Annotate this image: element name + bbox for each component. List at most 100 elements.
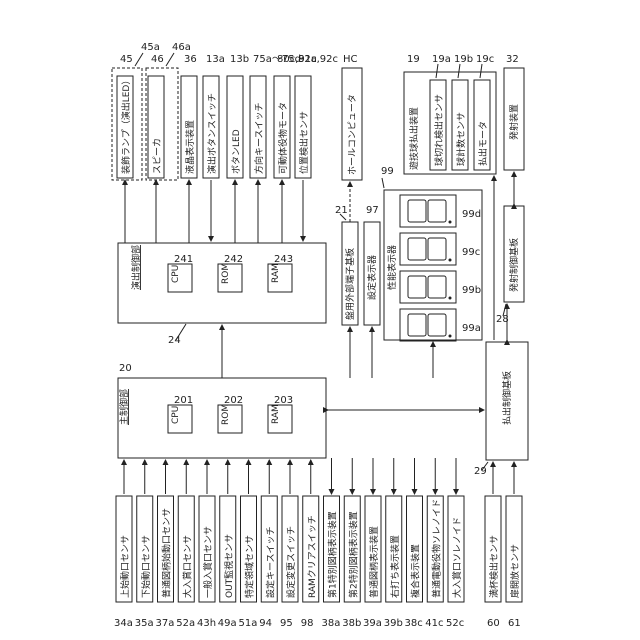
input-device: 一般入賞口センサ43h: [197, 460, 216, 629]
output-device: ボタンLED13b: [227, 54, 249, 243]
output-device: 方向キースイッチ75a〜75d: [250, 54, 301, 243]
effect-board-ref: 24: [168, 335, 181, 346]
output-device-ref: 13b: [230, 54, 249, 65]
dispenser-item: 球計数センサ19b: [452, 54, 473, 170]
input-device-label: 第1特別図柄表示装置: [327, 511, 339, 598]
ext-terminal-ref: 21: [335, 205, 348, 216]
dispenser-item: 球切れ検出センサ 19a: [430, 54, 451, 170]
dispenser-item-ref: 19a: [432, 54, 451, 65]
setting-display-label: 設定表示器: [366, 255, 378, 300]
output-device: 演出ボタンスイッチ13a: [203, 54, 225, 241]
effect-rom-ref: 242: [224, 254, 243, 265]
main-cpu-label: CPU: [171, 406, 181, 424]
input-device-label: RAMクリアスイッチ: [307, 515, 318, 598]
input-device-ref: 94: [259, 618, 272, 629]
effect-cpu-label: CPU: [171, 265, 181, 283]
input-device-ref: 51a: [239, 618, 258, 629]
input-device: 普通電動役物ソレノイド41c: [425, 458, 443, 629]
effect-rom-label: ROM: [221, 263, 231, 284]
input-device-label: 一般入賞口センサ: [202, 526, 214, 598]
perf-display-ref: 99: [381, 166, 394, 177]
output-device-ref: 45: [120, 54, 133, 65]
input-device-label: 普通図柄表示装置: [368, 526, 380, 598]
launch-board-ref: 28: [496, 314, 509, 325]
input-device-ref: 49a: [218, 618, 237, 629]
input-device-ref: 38b: [342, 618, 361, 629]
input-device-label: 普通電動役物ソレノイド: [430, 499, 442, 598]
output-device-label: 位置検出センサ: [298, 111, 310, 174]
dispenser-item-ref: 19b: [454, 54, 473, 65]
output-device-ref: 46: [151, 54, 164, 65]
hall-computer-label: ホールコンピュータ: [347, 94, 358, 175]
output-device-label: 演出ボタンスイッチ: [206, 93, 218, 174]
input-device: 右打ち表示装置39b: [384, 458, 403, 629]
input-device: 下始動口センサ 35a: [135, 460, 154, 629]
input-device-ref: 98: [301, 618, 314, 629]
seven-segment-digit: 99b: [400, 271, 481, 303]
output-device-label: 液晶表示装置: [184, 120, 196, 174]
output-device-ref: 36: [184, 54, 197, 65]
input-device-label: 複合表示装置: [410, 544, 422, 598]
input-device-ref: 52a: [176, 618, 195, 629]
ball-dispenser-ref: 19: [407, 54, 420, 65]
effect-ram-label: RAM: [271, 263, 281, 283]
main-cpu-ref: 201: [174, 395, 193, 406]
output-device: スピーカ4646a: [146, 42, 191, 243]
main-rom-ref: 202: [224, 395, 243, 406]
payout-input-ref: 61: [508, 618, 521, 629]
external-terminal-board: 盤用外部端子基板 21: [335, 182, 358, 378]
input-device-ref: 34a: [114, 618, 133, 629]
output-device-ref: 82a: [298, 54, 317, 65]
seven-segment-digit: 99a: [400, 309, 481, 341]
setting-display: 設定表示器 97: [364, 205, 380, 378]
payout-input-label: 満杯検出センサ: [488, 535, 500, 598]
main-board-title: 主制御部: [118, 389, 130, 425]
input-device: 大入賞口ソレノイド 52c: [446, 458, 464, 629]
ball-dispenser-label: 遊技球払出装置: [408, 107, 420, 170]
launch-control-board: 発射制御基板 28: [496, 172, 524, 325]
output-device-subref: 46a: [172, 42, 191, 53]
input-device: 複合表示装置38c: [405, 458, 423, 629]
output-device: 位置検出センサ 82a: [295, 54, 317, 241]
output-devices: 装飾ランプ（演出LED）4545aスピーカ4646a液晶表示装置36演出ボタンス…: [112, 42, 338, 243]
input-device: 第2特別図柄表示装置 38b: [342, 458, 361, 629]
input-device-label: 普通図柄始動口センサ: [161, 508, 173, 598]
input-device: 設定変更スイッチ95: [280, 460, 298, 629]
payout-input-device: 扉開放センサ 61: [506, 462, 522, 629]
dispenser-item-label: 球切れ検出センサ: [433, 94, 445, 166]
payout-board-label: 払出制御基板: [501, 371, 513, 425]
input-device-label: 大入賞口ソレノイド: [451, 517, 463, 598]
performance-display: 99 性能表示器 99d99c99b99a: [381, 166, 482, 378]
launcher-ref: 32: [506, 54, 519, 65]
payout-input-label: 扉開放センサ: [509, 544, 521, 598]
output-device-subref: 45a: [141, 42, 160, 53]
input-device-label: 第2特別図柄表示装置: [347, 511, 359, 598]
input-device: 特定領域センサ 51a: [239, 460, 258, 629]
hall-computer-ref: HC: [343, 54, 358, 65]
input-device-label: 特定領域センサ: [244, 535, 256, 598]
output-device-label: 装飾ランプ（演出LED）: [120, 76, 132, 174]
output-device: 液晶表示装置 36: [181, 54, 197, 243]
input-device: 上始動口センサ34a: [114, 460, 133, 629]
input-device-label: 右打ち表示装置: [389, 535, 401, 598]
launch-board-label: 発射制御基板: [508, 238, 520, 292]
output-device-label: 可動体役物モータ: [277, 102, 289, 174]
input-device-ref: 35a: [135, 618, 154, 629]
hall-computer: ホールコンピュータ HC: [342, 54, 362, 180]
input-device-ref: 52c: [446, 618, 464, 629]
input-device: 第1特別図柄表示装置38a: [322, 458, 341, 629]
input-device: 設定キースイッチ94: [259, 460, 277, 629]
segment-ref: 99a: [462, 323, 481, 334]
launcher: 発射装置 32: [504, 54, 524, 170]
input-device: 大入賞口センサ52a: [176, 460, 195, 629]
payout-input-devices: 満杯検出センサ60 扉開放センサ 61: [485, 462, 522, 629]
input-device-label: 下始動口センサ: [140, 535, 152, 598]
input-device-label: 設定変更スイッチ: [285, 526, 297, 598]
input-device: 普通図柄始動口センサ37a: [156, 460, 175, 629]
input-devices: 上始動口センサ34a 下始動口センサ 35a普通図柄始動口センサ37a大入賞口センサ…: [114, 458, 464, 629]
effect-board-title: 演出制御部: [130, 245, 142, 290]
payout-input-device: 満杯検出センサ60: [485, 462, 501, 629]
perf-display-label: 性能表示器: [386, 245, 398, 290]
